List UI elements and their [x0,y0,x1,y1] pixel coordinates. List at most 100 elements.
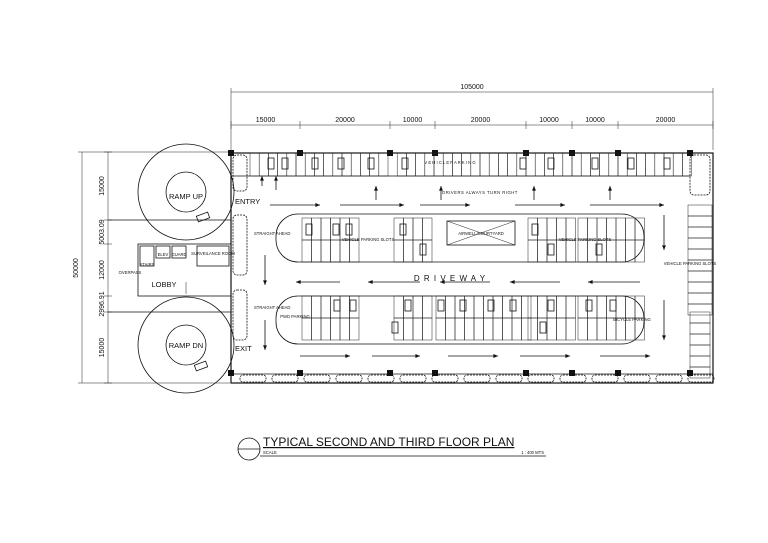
parking-stall [498,152,508,177]
parking-stall [537,239,548,263]
courtyard: AIRWELL/COURTYARD [446,220,516,246]
parking-stall [507,152,518,177]
parking-stall [502,295,513,319]
parking-stall [689,322,711,335]
parking-stall [311,239,322,263]
bay-dim-label: 10000 [539,117,559,124]
vehicle-parking-slots-right-label: VEHICLE PARKING SLOTS [559,237,612,242]
parking-stall [596,317,607,341]
parking-stall [634,295,645,319]
drivers-turn-right-label: DRIVERS ALWAYS TURN RIGHT [442,190,518,195]
security-room-label: SURVEILANCE ROOM [191,251,235,256]
arrow-head [662,335,666,340]
ramp-down: RAMP DN [137,296,235,394]
overall-width-label: 105000 [460,84,483,91]
parking-stall [687,237,713,250]
arrow-head [345,354,350,358]
arrow-head [263,280,267,285]
overpass-label: OVERPASS [119,270,142,275]
driveway-label: D R I V E W A Y [414,274,486,283]
parking-stall [349,239,360,263]
courtyard-label: AIRWELL/COURTYARD [458,231,504,236]
bay-dim-label: 10000 [585,117,605,124]
arrow-head [565,354,570,358]
parking-stall [516,152,527,177]
parking-stall [311,217,322,241]
car-icon [332,223,340,236]
parking-stall [502,317,513,341]
planter [335,374,363,383]
parking-stall [645,152,656,177]
parking-stall [249,152,260,177]
planter [527,374,555,383]
bicycle-parking-label: BICYCLE PARKING [613,317,651,322]
arrow-head [608,186,612,191]
parking-stall [626,152,637,177]
ramp-up: RAMP UP [137,143,235,241]
car-icon [609,299,617,312]
parking-stall [412,317,423,341]
left-dim-label: 2996.91 [99,291,106,316]
planter [232,214,248,276]
parking-stall [339,295,350,319]
parking-stall [311,295,322,319]
parking-stall [687,292,713,305]
parking-stall [546,217,557,241]
parking-stall [445,317,456,341]
parking-stall [330,295,341,319]
right-parking-column [687,204,713,379]
straight-ahead-bottom: STRAIGHT AHEAD [254,305,290,310]
parking-stall [473,295,484,319]
parking-stall [587,317,598,341]
arrow-head [645,354,650,358]
car-icon [437,299,445,312]
parking-stall [606,239,617,263]
column [432,370,438,376]
arrow-head [659,203,664,207]
parking-stall [473,317,484,341]
parking-stall [544,152,554,177]
parking-stall [606,295,617,319]
arrow-head [296,280,301,284]
pwd-parking-label: PWD PARKING [280,314,309,319]
parking-stall [412,217,423,241]
arrow-head [510,280,515,284]
arrow-head [588,280,593,284]
parking-stall [553,152,564,177]
arrow-head [260,176,264,181]
planter [431,374,459,383]
parking-stall [565,295,576,319]
parking-stall [511,295,522,319]
parking-stall [689,355,711,368]
parking-stall [464,317,475,341]
overall-height-label: 50000 [73,258,80,278]
straight-ahead-top: STRAIGHT AHEAD [254,231,290,236]
parking-stall [445,295,456,319]
scale-label: SCALE [263,450,277,455]
parking-stall [435,317,446,341]
parking-stall [625,217,636,241]
parking-stall [537,295,548,319]
arrow-head [440,280,445,284]
arrow-head [439,186,443,191]
bay-dim-label: 20000 [471,117,491,124]
car-icon [459,299,467,312]
title-block: TYPICAL SECOND AND THIRD FLOOR PLAN SCAL… [237,435,546,461]
parking-stall [687,204,713,217]
arrow-head [263,345,267,350]
parking-stall [689,311,711,324]
parking-stall [634,317,645,341]
parking-stall [311,317,322,341]
parking-stall [412,239,423,263]
car-icon [305,223,313,236]
parking-stall [527,295,538,319]
traffic-arrows [260,176,666,358]
parking-stall [615,295,626,319]
arrow-head [465,203,470,207]
planter [232,154,248,192]
parking-stall [422,295,433,319]
parking-stall [323,152,334,177]
parking-stall [295,152,306,177]
parking-stall [682,152,692,177]
